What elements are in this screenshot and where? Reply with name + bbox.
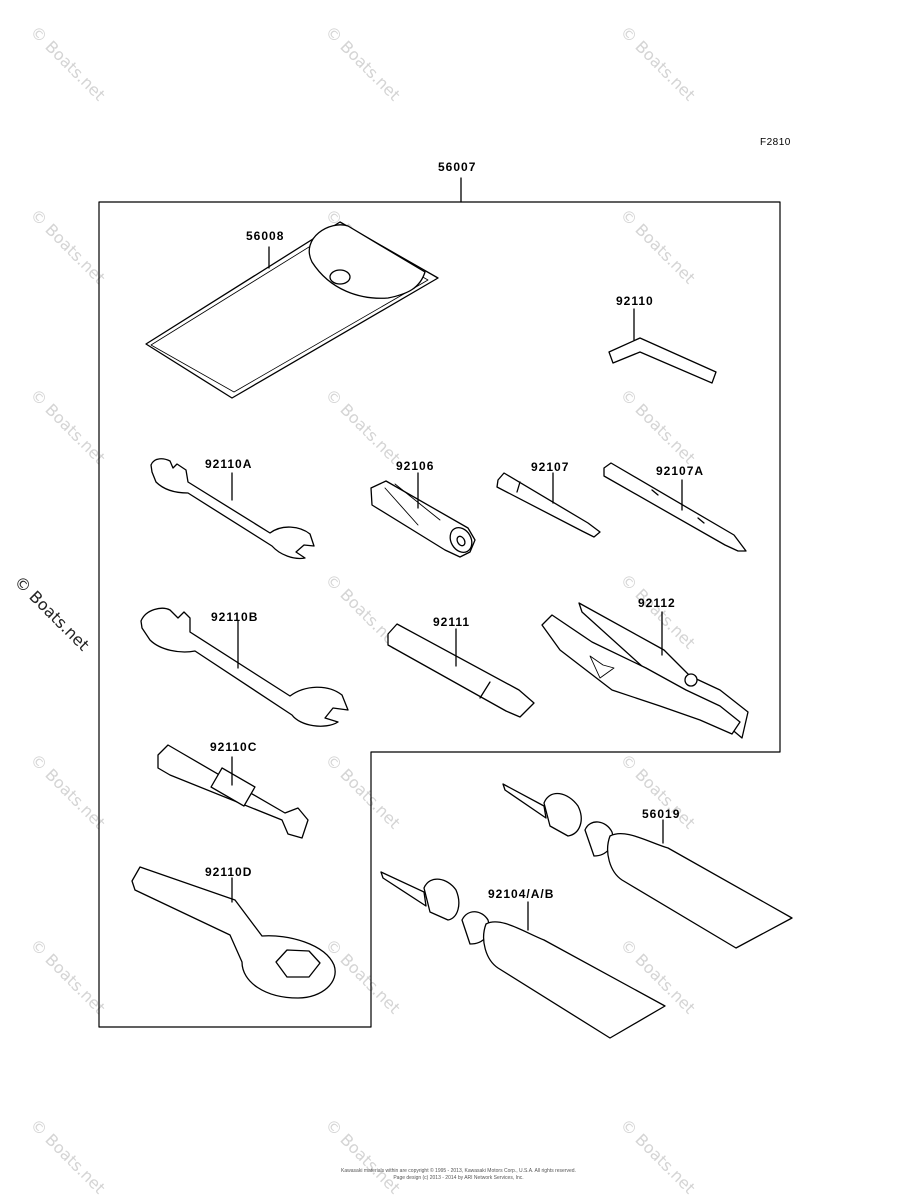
label-kit: 56007 bbox=[438, 160, 477, 174]
label-grip: 92106 bbox=[396, 459, 435, 473]
ring-wrench bbox=[131, 866, 336, 999]
label-ring-wrench: 92110D bbox=[205, 865, 253, 879]
footer-design: Page design (c) 2013 - 2014 by ARI Netwo… bbox=[393, 1175, 524, 1181]
label-bond-tube: 92104/A/B bbox=[488, 887, 555, 901]
label-grease-tube: 56019 bbox=[642, 807, 681, 821]
wrench-a bbox=[150, 458, 315, 560]
grease-tube bbox=[502, 783, 793, 949]
footer-copyright: Kawasaki materials within are copyright … bbox=[341, 1168, 576, 1174]
screwdriver bbox=[496, 472, 601, 538]
label-wrench-b: 92110B bbox=[211, 610, 259, 624]
pliers bbox=[541, 602, 749, 739]
figure-ref: F2810 bbox=[760, 137, 791, 148]
label-screwdriver-a: 92107A bbox=[656, 464, 705, 478]
label-bar: 92111 bbox=[433, 615, 471, 629]
kit-outline bbox=[98, 201, 781, 1028]
wrench-b bbox=[140, 607, 349, 727]
screwdriver-a bbox=[603, 462, 747, 552]
label-pliers: 92112 bbox=[638, 596, 676, 610]
label-screwdriver: 92107 bbox=[531, 460, 570, 474]
label-wrench-a: 92110A bbox=[205, 457, 253, 471]
hex-key bbox=[608, 308, 717, 384]
plug-wrench bbox=[157, 744, 309, 839]
tool-bag bbox=[145, 221, 439, 399]
label-hex-key: 92110 bbox=[616, 294, 654, 308]
grip bbox=[370, 472, 476, 558]
label-plug-wrench: 92110C bbox=[210, 740, 258, 754]
bar bbox=[387, 623, 535, 718]
bond-tube bbox=[380, 871, 666, 1039]
label-bag: 56008 bbox=[246, 229, 285, 243]
